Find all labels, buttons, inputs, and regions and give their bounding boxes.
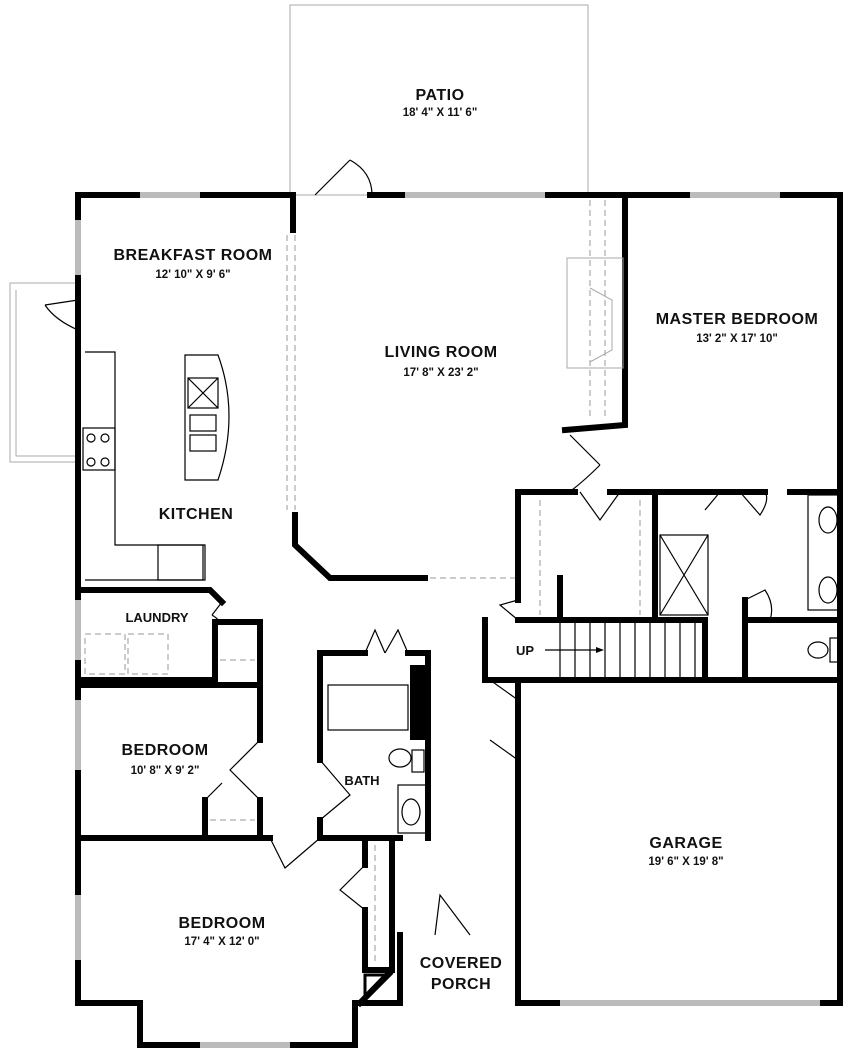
room-dims-bedroom-2: 10' 8" X 9' 2" bbox=[130, 765, 200, 777]
bay-window bbox=[9, 282, 78, 463]
room-label-bedroom-2: BEDROOM bbox=[121, 742, 209, 759]
kitchen-island bbox=[184, 354, 230, 481]
room-label-bath: BATH bbox=[344, 773, 380, 788]
washer-dryer bbox=[84, 633, 169, 675]
toilet bbox=[807, 641, 829, 659]
master-bath-fixtures bbox=[659, 494, 839, 663]
room-label-patio: PATIO bbox=[415, 87, 465, 104]
stairs-up-label: UP bbox=[515, 643, 535, 658]
dashed-lines bbox=[210, 200, 641, 965]
doors bbox=[44, 159, 773, 936]
room-label-porch: COVERED bbox=[419, 955, 503, 972]
room-dims-garage: 19' 6" X 19' 8" bbox=[648, 856, 724, 868]
windows bbox=[75, 192, 820, 1048]
sink bbox=[401, 798, 421, 826]
room-dims-patio: 18' 4" X 11' 6" bbox=[402, 107, 478, 119]
sink bbox=[157, 544, 204, 581]
stairs bbox=[545, 621, 706, 679]
room-label-breakfast: BREAKFAST ROOM bbox=[113, 247, 273, 264]
kitchen-counters bbox=[82, 351, 230, 581]
room-label-living: LIVING ROOM bbox=[384, 344, 498, 361]
toilet bbox=[388, 748, 412, 768]
cooktop bbox=[82, 427, 116, 471]
walls bbox=[75, 192, 843, 1048]
room-label-kitchen: KITCHEN bbox=[158, 506, 234, 523]
room-label-porch-2: PORCH bbox=[430, 976, 492, 993]
bath-fixtures bbox=[327, 684, 427, 834]
fireplace bbox=[566, 257, 624, 369]
room-dims-bedroom-3: 17' 4" X 12' 0" bbox=[184, 936, 260, 948]
room-label-garage: GARAGE bbox=[649, 835, 723, 852]
room-label-master: MASTER BEDROOM bbox=[655, 311, 819, 328]
bathtub bbox=[327, 684, 409, 731]
shower bbox=[659, 534, 709, 616]
room-label-bedroom-3: BEDROOM bbox=[178, 915, 266, 932]
room-dims-living: 17' 8" X 23' 2" bbox=[403, 367, 479, 379]
room-label-laundry: LAUNDRY bbox=[125, 610, 189, 625]
room-dims-breakfast: 12' 10" X 9' 6" bbox=[155, 269, 231, 281]
room-dims-master: 13' 2" X 17' 10" bbox=[696, 333, 778, 345]
